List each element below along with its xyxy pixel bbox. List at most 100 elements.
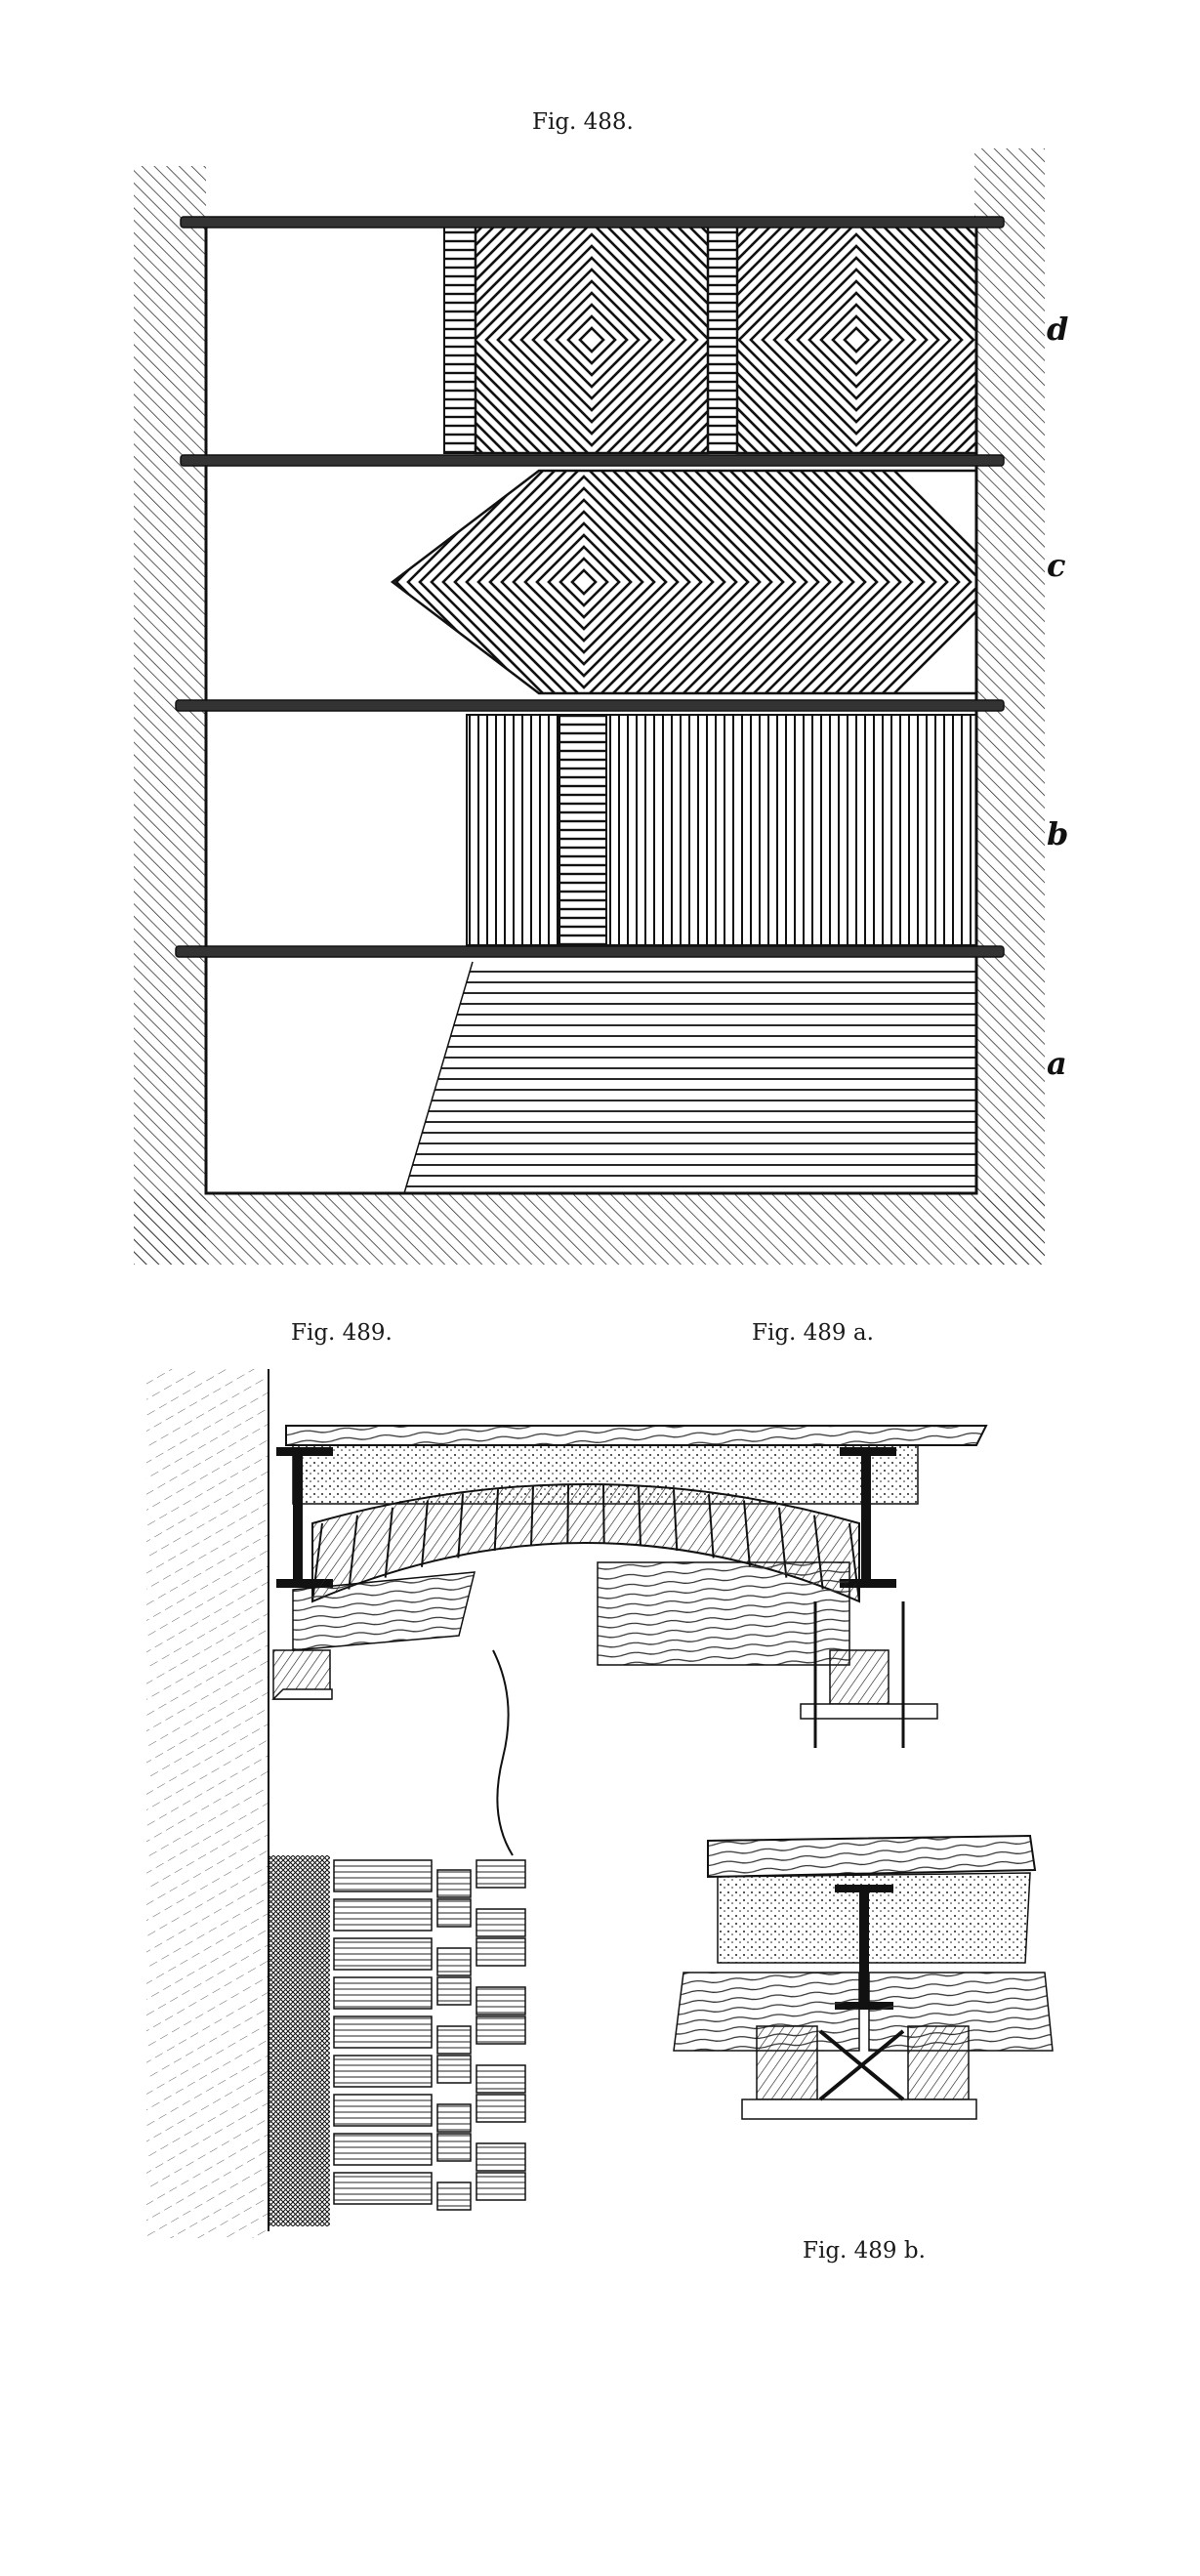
voussoir-joint: [493, 1489, 499, 1552]
brick: [333, 1898, 433, 1932]
timber-beam-left: [292, 1571, 476, 1651]
brick: [476, 1986, 526, 2015]
fig-488-drawing: [134, 148, 1045, 1265]
diamond-ring: [476, 227, 708, 453]
voussoir-joint: [708, 1494, 715, 1558]
diamond-ring: [453, 471, 715, 693]
voussoir-joint: [566, 1484, 569, 1544]
diamond-ring: [488, 486, 680, 678]
fig-488-caption: Fig. 488.: [532, 109, 634, 135]
diamond-ring: [807, 291, 905, 389]
diamond-ring: [476, 475, 691, 689]
plank-floor-a: [404, 962, 976, 1193]
left-wall-hatch: [134, 166, 206, 1265]
diamond-ring: [547, 545, 621, 619]
diamond-ring: [430, 471, 738, 693]
brick: [476, 2015, 526, 2045]
brick: [436, 1869, 472, 1898]
brick: [476, 2064, 526, 2094]
i-beam-left: [276, 1447, 333, 1588]
brick: [476, 2094, 526, 2123]
arch-voussoirs: [311, 1484, 860, 1602]
brick: [333, 2094, 433, 2127]
timber-beam-489b-right: [868, 1972, 1054, 2052]
mortar-joint-column: [269, 1855, 330, 2226]
brick-arch: [311, 1483, 860, 1603]
diamond-ring: [393, 471, 879, 693]
voussoir-joint: [530, 1485, 534, 1546]
timber-beam-489b-left: [673, 1972, 860, 2052]
row-label-d: d: [1047, 311, 1069, 348]
brick: [476, 1859, 526, 1889]
diamond-ring: [393, 471, 914, 693]
voussoir-joint: [848, 1522, 860, 1602]
brick: [436, 1898, 472, 1928]
diamond-ring: [578, 326, 605, 353]
brick: [436, 2025, 472, 2055]
diamond-ring: [418, 471, 750, 693]
floor-board-489b: [707, 1834, 1037, 1879]
diamond-ring: [555, 303, 629, 377]
voussoir-joint: [602, 1484, 605, 1544]
brick: [436, 2133, 472, 2162]
diamond-ring: [535, 533, 633, 631]
diamond-ring: [508, 256, 676, 424]
diamond-ring: [737, 227, 976, 453]
diamond-ring: [476, 227, 708, 453]
diamond-ring: [519, 268, 664, 412]
concrete-fill: [292, 1444, 919, 1505]
voussoir-joint: [638, 1485, 641, 1546]
brick: [333, 2133, 433, 2166]
voussoir-joint: [813, 1515, 824, 1590]
masonry-wall: [146, 1369, 269, 2238]
voussoir-joint: [457, 1494, 464, 1558]
voussoir-joint: [311, 1522, 323, 1602]
voussoir-joint: [421, 1500, 429, 1567]
row-label-a: a: [1047, 1045, 1067, 1082]
diamond-ring: [570, 568, 598, 596]
diamond-ring: [749, 232, 964, 447]
diamond-ring: [496, 244, 687, 436]
diamond-ring: [559, 557, 609, 607]
timber-beam-middle: [597, 1561, 850, 1666]
i-beam-right: [840, 1447, 896, 1588]
bottom-wall-hatch: [134, 1193, 1045, 1265]
brick: [333, 2015, 433, 2049]
brick: [436, 2055, 472, 2084]
row-label-b: b: [1047, 815, 1069, 852]
diamond-ring: [819, 303, 893, 377]
brick-course-panel: [333, 1859, 526, 2211]
diamond-ring: [441, 471, 726, 693]
voussoir-joint: [348, 1515, 358, 1590]
diamond-ring: [843, 326, 870, 353]
diamond-parquet-d1: [476, 227, 708, 453]
fig-489b-caption: Fig. 489 b.: [803, 2238, 926, 2264]
diamond-ring: [512, 510, 656, 654]
diamond-ring: [531, 279, 652, 400]
diamond-ring: [393, 471, 890, 693]
row-label-c: c: [1047, 547, 1066, 584]
brick: [436, 2103, 472, 2133]
diamond-ring: [465, 471, 703, 693]
diamond-ring: [737, 227, 976, 453]
diamond-parquet-d2: [737, 227, 976, 453]
diamond-ring: [831, 314, 882, 365]
diamond-ring: [523, 521, 644, 643]
diamond-ring: [566, 314, 617, 365]
diamond-ring: [761, 244, 952, 436]
diamond-ring: [737, 227, 975, 453]
brick: [476, 2172, 526, 2201]
brick: [476, 2142, 526, 2172]
diamond-ring: [484, 232, 699, 447]
diamond-ring: [784, 268, 929, 412]
brick: [436, 1976, 472, 2006]
diamond-ring: [737, 227, 976, 453]
diamond-ring: [393, 471, 902, 693]
clamp-block-489a: [829, 1649, 890, 1705]
voussoir-joint: [778, 1507, 788, 1578]
diamond-ring: [476, 227, 708, 453]
floor-board-top: [285, 1425, 988, 1446]
voussoir-joint: [743, 1500, 751, 1567]
joist-bars: [175, 216, 1005, 958]
